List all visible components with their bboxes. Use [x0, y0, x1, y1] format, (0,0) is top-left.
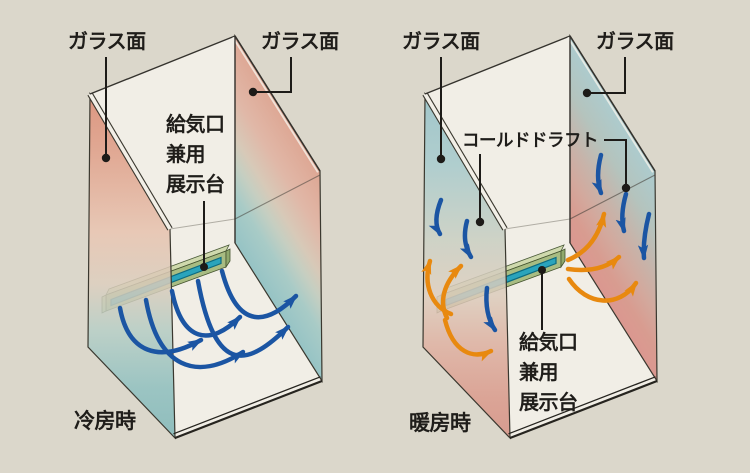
heating-figure — [421, 33, 658, 440]
cold-draft-arrows — [428, 152, 652, 333]
glass-surface-label: ガラス面 — [261, 31, 339, 53]
glass-surface-label: ガラス面 — [68, 31, 146, 53]
supply-label-line2: 兼用 — [166, 144, 205, 166]
warm-air-arrows — [421, 211, 639, 362]
supply-dot — [200, 263, 208, 271]
cold-draft-label: コールドドラフト — [462, 130, 599, 150]
cooling-figure — [87, 33, 323, 440]
supply-label-line2: 兼用 — [519, 362, 558, 384]
glass-left-dot — [436, 154, 446, 164]
cool-airflow-arrows — [117, 268, 299, 370]
leader-lines — [440, 57, 627, 330]
supply-label-line3: 展示台 — [519, 392, 578, 414]
glass-left-dot — [101, 153, 111, 163]
glass-right-dot — [248, 87, 258, 97]
cooling-caption: 冷房時 — [74, 410, 136, 433]
supply-label-line1: 給気口 — [519, 332, 578, 354]
heating-caption: 暖房時 — [409, 412, 471, 435]
supply-label-line1: 給気口 — [166, 114, 225, 136]
cold-draft-left-dot — [475, 217, 485, 227]
glass-right-dot — [582, 88, 592, 98]
supply-outlet-display-label: 給気口 兼用 展示台 — [519, 328, 578, 418]
supply-dot — [538, 266, 546, 274]
glass-surface-label: ガラス面 — [402, 31, 480, 53]
cold-draft-right-dot — [621, 183, 631, 193]
glass-surface-label: ガラス面 — [596, 31, 674, 53]
supply-label-line3: 展示台 — [166, 174, 225, 196]
leader-lines — [105, 57, 292, 266]
supply-outlet-display-label: 給気口 兼用 展示台 — [166, 110, 225, 200]
